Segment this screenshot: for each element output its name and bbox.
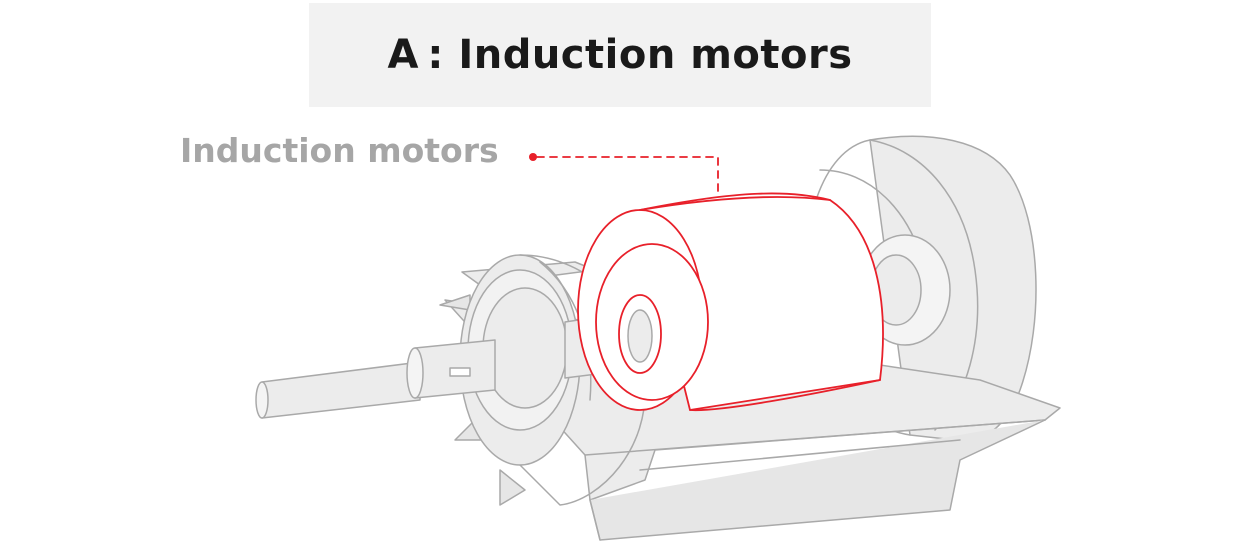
- callout-leader: [529, 153, 719, 198]
- page-title: A : Induction motors: [387, 32, 853, 78]
- rotor: [577, 192, 884, 412]
- rotor-shaft-stub: [627, 309, 653, 363]
- title-box: A : Induction motors: [309, 3, 931, 107]
- callout-label: Induction motors: [180, 131, 499, 170]
